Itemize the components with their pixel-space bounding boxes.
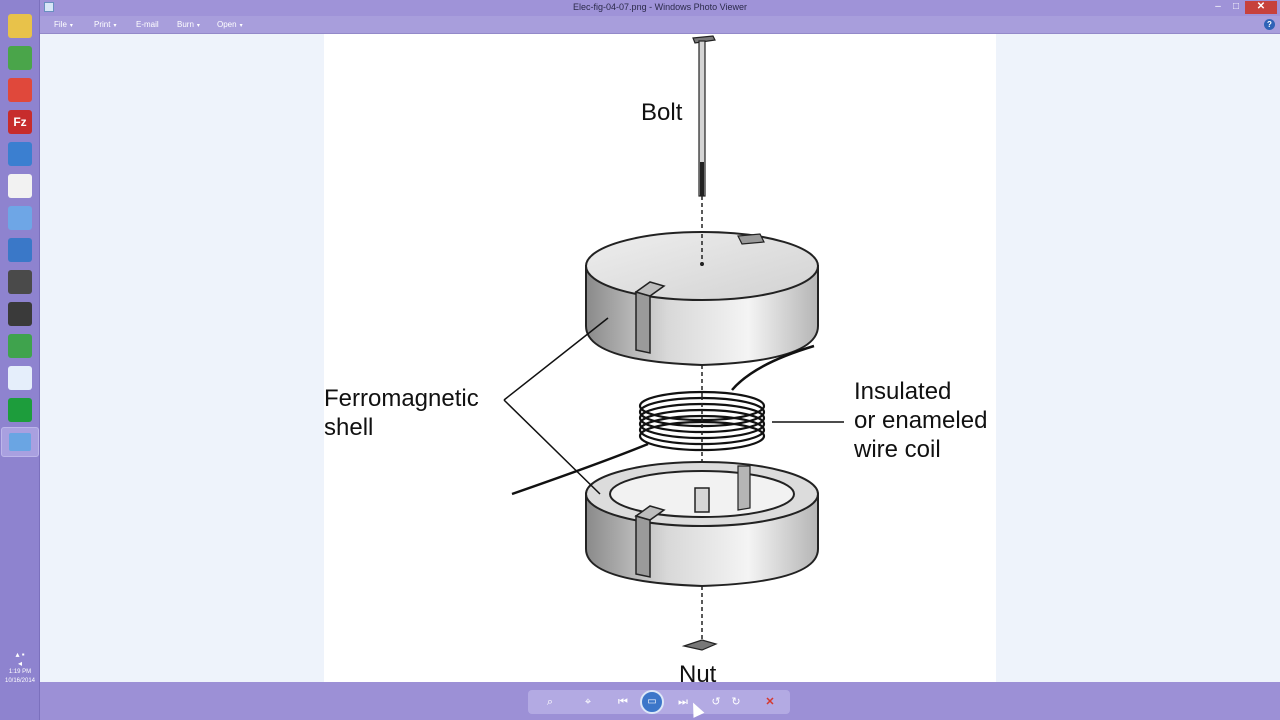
bottom-shell [585, 461, 819, 588]
rotate-clockwise-icon[interactable]: ↻ [731, 696, 741, 708]
menu-burn-label: Burn [177, 20, 194, 29]
photo-viewer-icon[interactable] [1, 427, 39, 457]
rotate-counterclockwise-icon[interactable]: ↺ [711, 696, 721, 708]
filezilla-icon[interactable]: Fz [8, 110, 32, 134]
delete-icon[interactable]: ✕ [765, 696, 775, 708]
refresh-app-icon[interactable] [8, 398, 32, 422]
eye-icon[interactable] [8, 270, 32, 294]
leader-lines [503, 317, 844, 495]
system-tray: ▴ ▪◂1:19 PM 10/16/2014 [0, 650, 40, 686]
chevron-down-icon: ▾ [113, 23, 117, 29]
paint-icon[interactable] [8, 142, 32, 166]
chrome-icon[interactable] [8, 78, 32, 102]
camera-icon[interactable] [8, 302, 32, 326]
label-coil-line1: Insulated [854, 378, 952, 405]
tray-date: 10/16/2014 [4, 678, 36, 684]
coil-lead-bottom [511, 442, 649, 496]
menu-burn[interactable]: Burn▾ [177, 20, 200, 29]
label-shell-line2: shell [324, 414, 374, 441]
top-shell [585, 231, 819, 367]
chevron-down-icon: ▾ [196, 23, 200, 29]
close-button[interactable]: ✕ [1245, 1, 1277, 14]
nut [681, 639, 718, 651]
shortcut-icon[interactable] [8, 238, 32, 262]
window-title: Elec-fig-04-07.png - Windows Photo Viewe… [573, 2, 747, 12]
store-icon[interactable] [8, 46, 32, 70]
zoom-icon[interactable]: ⌕ [546, 696, 554, 708]
maximize-button[interactable]: □ [1232, 1, 1240, 12]
menu-open-label: Open [217, 20, 237, 29]
menu-bar: File▾ Print▾ E-mail Burn▾ Open▾ ? [40, 16, 1280, 34]
menu-print-label: Print [94, 20, 111, 29]
label-bolt: Bolt [641, 99, 683, 126]
image-viewer-area: Bolt Ferromagnetic shell Insulated or en… [40, 34, 1280, 688]
tray-time: 1:19 PM [8, 669, 32, 675]
document-icon[interactable] [8, 206, 32, 230]
page-icon[interactable] [8, 366, 32, 390]
bolt [692, 35, 716, 197]
chevron-down-icon: ▾ [239, 23, 243, 29]
photo-viewer-glyph [9, 433, 31, 451]
label-shell-line1: Ferromagnetic [324, 385, 479, 412]
next-icon[interactable]: ⏭ [678, 696, 688, 708]
network-icon[interactable]: ▴ ▪ [15, 650, 25, 659]
menu-file[interactable]: File▾ [54, 20, 73, 29]
displayed-image: Bolt Ferromagnetic shell Insulated or en… [324, 34, 996, 688]
taskbar: Fz ▴ ▪◂1:19 PM 10/16/2014 [0, 0, 40, 720]
coil-lead-top [731, 344, 815, 391]
minimize-button[interactable]: – [1215, 1, 1221, 12]
label-coil-line3: wire coil [854, 436, 941, 463]
menu-email[interactable]: E-mail [136, 20, 159, 29]
viewer-control-bar: ⌕ ⌖ ⏮ ▭ ⏭ ↺ ↻ ✕ [40, 682, 1280, 720]
volume-icon[interactable]: ◂ [17, 659, 22, 668]
notepad-icon[interactable] [8, 174, 32, 198]
actual-size-icon[interactable]: ⌖ [584, 696, 592, 708]
menu-email-label: E-mail [136, 20, 159, 29]
menu-file-label: File [54, 20, 67, 29]
help-icon[interactable]: ? [1264, 19, 1275, 30]
label-coil-line2: or enameled [854, 407, 988, 434]
title-bar: Elec-fig-04-07.png - Windows Photo Viewe… [40, 0, 1280, 16]
menu-open[interactable]: Open▾ [217, 20, 243, 29]
photo-viewer-app-icon [44, 2, 54, 12]
menu-print[interactable]: Print▾ [94, 20, 116, 29]
control-strip: ⌕ ⌖ ⏮ ▭ ⏭ ↺ ↻ ✕ [528, 690, 790, 714]
world-icon[interactable] [8, 334, 32, 358]
previous-icon[interactable]: ⏮ [618, 696, 628, 708]
chevron-down-icon: ▾ [69, 23, 73, 29]
slideshow-button[interactable]: ▭ [640, 690, 664, 714]
file-explorer-icon[interactable] [8, 14, 32, 38]
electromagnet-diagram [503, 35, 844, 651]
